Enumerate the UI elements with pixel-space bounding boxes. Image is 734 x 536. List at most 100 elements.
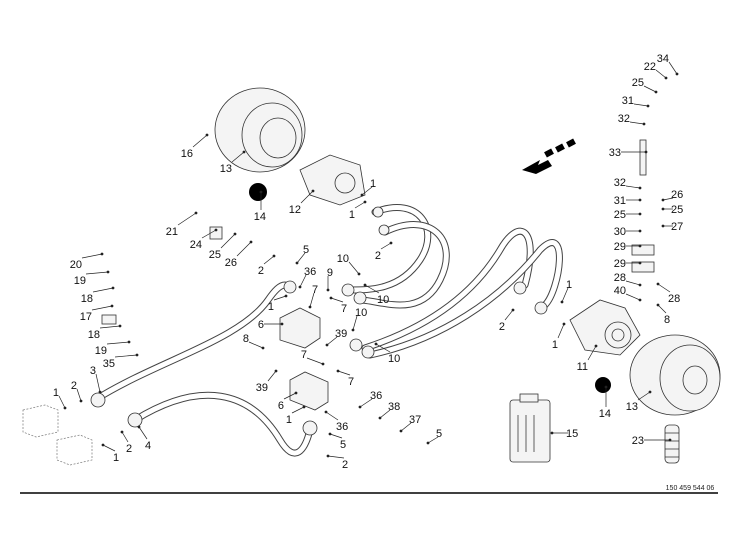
- part-marker: [311, 189, 315, 193]
- grease-ball-upper: [249, 183, 267, 201]
- part-marker: [661, 198, 665, 202]
- part-marker: [389, 241, 393, 245]
- part-marker: [644, 150, 648, 154]
- callout-number: 1: [113, 452, 119, 464]
- chain: [639, 139, 647, 176]
- leader-line: [291, 406, 305, 414]
- part-marker: [106, 270, 110, 274]
- leader-line: [327, 455, 345, 459]
- callout-number: 39: [256, 382, 268, 394]
- leader-line: [283, 392, 297, 400]
- packages: [22, 404, 93, 466]
- leader-line: [325, 411, 339, 421]
- callout-number: 39: [335, 328, 347, 340]
- leader-line: [662, 197, 674, 201]
- callout-number: 2: [126, 443, 132, 455]
- callout-number: 18: [88, 329, 100, 341]
- part-marker: [261, 346, 265, 350]
- leader-line: [102, 444, 116, 452]
- part-marker: [675, 72, 679, 76]
- callout-number: 27: [671, 221, 683, 233]
- callout-number: 5: [436, 428, 442, 440]
- part-marker: [294, 391, 298, 395]
- part-marker: [358, 405, 362, 409]
- leader-line: [306, 357, 324, 365]
- part-marker: [360, 193, 364, 197]
- part-marker: [336, 369, 340, 373]
- callout-number: 3: [90, 365, 96, 377]
- leader-line: [192, 134, 208, 148]
- part-marker: [550, 431, 554, 435]
- valve-block-upper: [279, 307, 321, 349]
- callout-number: 1: [268, 301, 274, 313]
- part-marker: [654, 90, 658, 94]
- part-marker: [326, 454, 330, 458]
- leader-line: [248, 341, 264, 349]
- leader-line: [633, 103, 649, 107]
- callout-number: 1: [349, 209, 355, 221]
- leader-line: [400, 422, 412, 432]
- callout-number: 1: [552, 339, 558, 351]
- leader-line: [309, 292, 315, 308]
- part-marker: [511, 308, 515, 312]
- callout-number: 8: [664, 314, 670, 326]
- leader-line: [657, 283, 671, 293]
- leader-line: [557, 323, 565, 339]
- leader-line: [99, 325, 121, 329]
- leader-line: [625, 280, 641, 286]
- clamp-left: [101, 314, 117, 325]
- part-marker: [638, 186, 642, 190]
- callout-number: 24: [190, 239, 202, 251]
- leader-line: [81, 253, 103, 259]
- callout-number: 25: [614, 209, 626, 221]
- document-number: 150 459 544 06: [666, 485, 715, 492]
- leader-line: [326, 336, 338, 346]
- leader-line: [361, 186, 373, 196]
- part-marker: [100, 252, 104, 256]
- callout-number: 22: [644, 61, 656, 73]
- callout-number: 6: [278, 400, 284, 412]
- grease-ball-lower: [595, 377, 611, 393]
- clamp-small: [209, 226, 223, 240]
- callout-number: 19: [95, 345, 107, 357]
- leader-line: [637, 391, 651, 401]
- clamp: [631, 244, 655, 256]
- leader-line: [337, 370, 351, 376]
- leader-line: [329, 433, 343, 439]
- leader-line: [121, 431, 129, 443]
- callout-number: 1: [286, 414, 292, 426]
- callout-number: 2: [258, 265, 264, 277]
- part-marker: [363, 283, 367, 287]
- callout-number: 19: [74, 275, 86, 287]
- part-marker: [638, 283, 642, 287]
- callout-number: 36: [370, 390, 382, 402]
- leader-line: [106, 341, 130, 345]
- leader-line: [220, 233, 236, 249]
- leader-line: [231, 151, 245, 163]
- leader-line: [85, 271, 109, 275]
- leader-line: [629, 121, 645, 125]
- part-marker: [326, 288, 330, 292]
- callout-number: 40: [614, 285, 626, 297]
- part-marker: [214, 228, 218, 232]
- part-marker: [98, 390, 102, 394]
- part-marker: [274, 369, 278, 373]
- callout-number: 32: [614, 177, 626, 189]
- part-marker: [242, 150, 246, 154]
- callout-number: 13: [220, 163, 232, 175]
- leader-line: [359, 398, 373, 408]
- callout-number: 8: [243, 333, 249, 345]
- hydraulic-motor-upper: [299, 154, 366, 206]
- callout-number: 26: [225, 257, 237, 269]
- callout-number: 38: [388, 401, 400, 413]
- part-marker: [308, 305, 312, 309]
- part-marker: [79, 399, 83, 403]
- leader-line: [352, 315, 358, 331]
- direction-arrow-icon: [522, 138, 576, 174]
- callout-number: 32: [618, 113, 630, 125]
- part-marker: [638, 298, 642, 302]
- callout-number: 20: [70, 259, 82, 271]
- callout-number: 1: [53, 387, 59, 399]
